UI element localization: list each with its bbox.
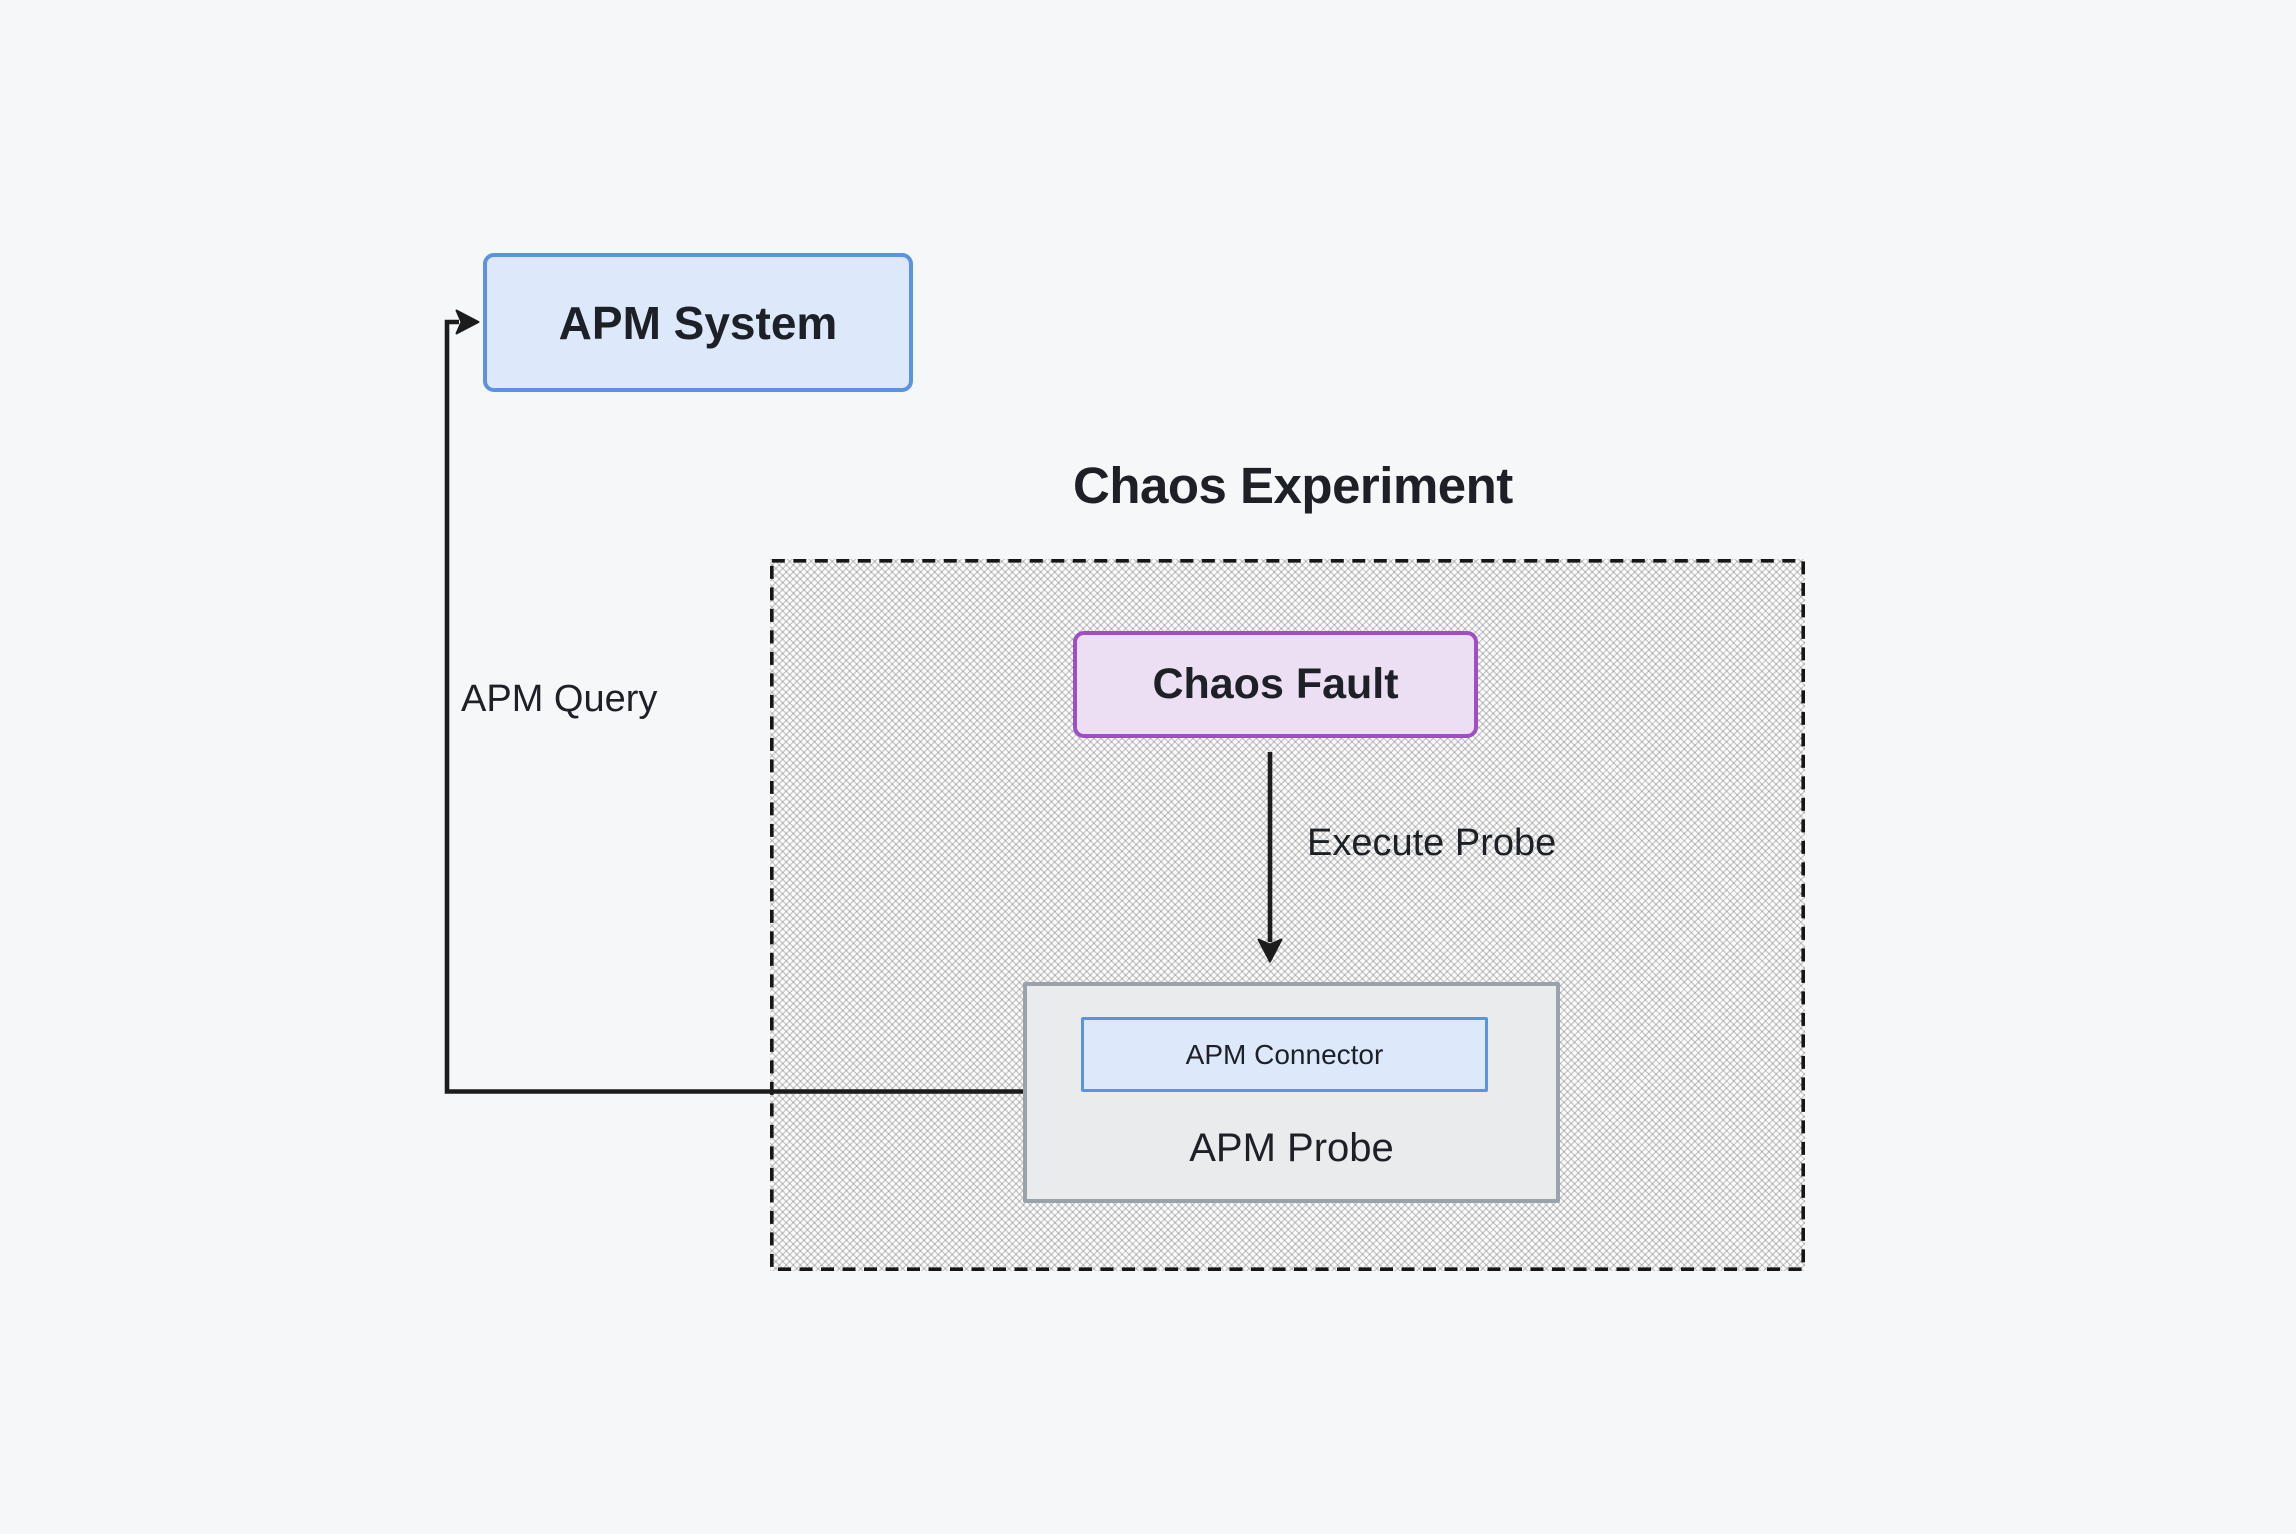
chaos-fault-node: Chaos Fault — [1073, 631, 1478, 738]
apm-system-node: APM System — [483, 253, 913, 392]
apm-connector-label: APM Connector — [1185, 1038, 1384, 1070]
apm-query-edge-label: APM Query — [461, 678, 658, 720]
apm-query-arrowhead — [455, 309, 480, 335]
apm-system-label: APM System — [558, 296, 838, 349]
chaos-experiment-title: Chaos Experiment — [1073, 457, 1513, 514]
execute-probe-edge-label: Execute Probe — [1307, 822, 1557, 864]
apm-probe-label: APM Probe — [1189, 1126, 1394, 1170]
chaos-fault-label: Chaos Fault — [1152, 660, 1399, 708]
apm-connector-node: APM Connector — [1081, 1017, 1488, 1092]
